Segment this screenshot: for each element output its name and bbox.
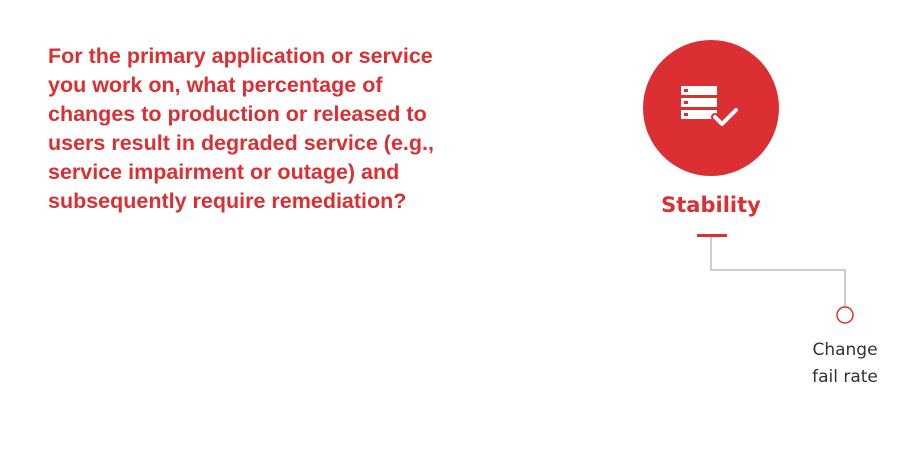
metric-label: Change fail rate <box>795 337 895 391</box>
metric-node <box>836 306 854 324</box>
survey-question: For the primary application or service y… <box>48 44 434 213</box>
metric-label-line1: Change <box>812 340 878 360</box>
category-label: Stability <box>661 193 761 217</box>
stability-icon-circle <box>643 40 779 176</box>
server-check-icon <box>681 86 740 128</box>
category-dash <box>697 234 727 237</box>
metric-label-line2: fail rate <box>812 367 878 387</box>
